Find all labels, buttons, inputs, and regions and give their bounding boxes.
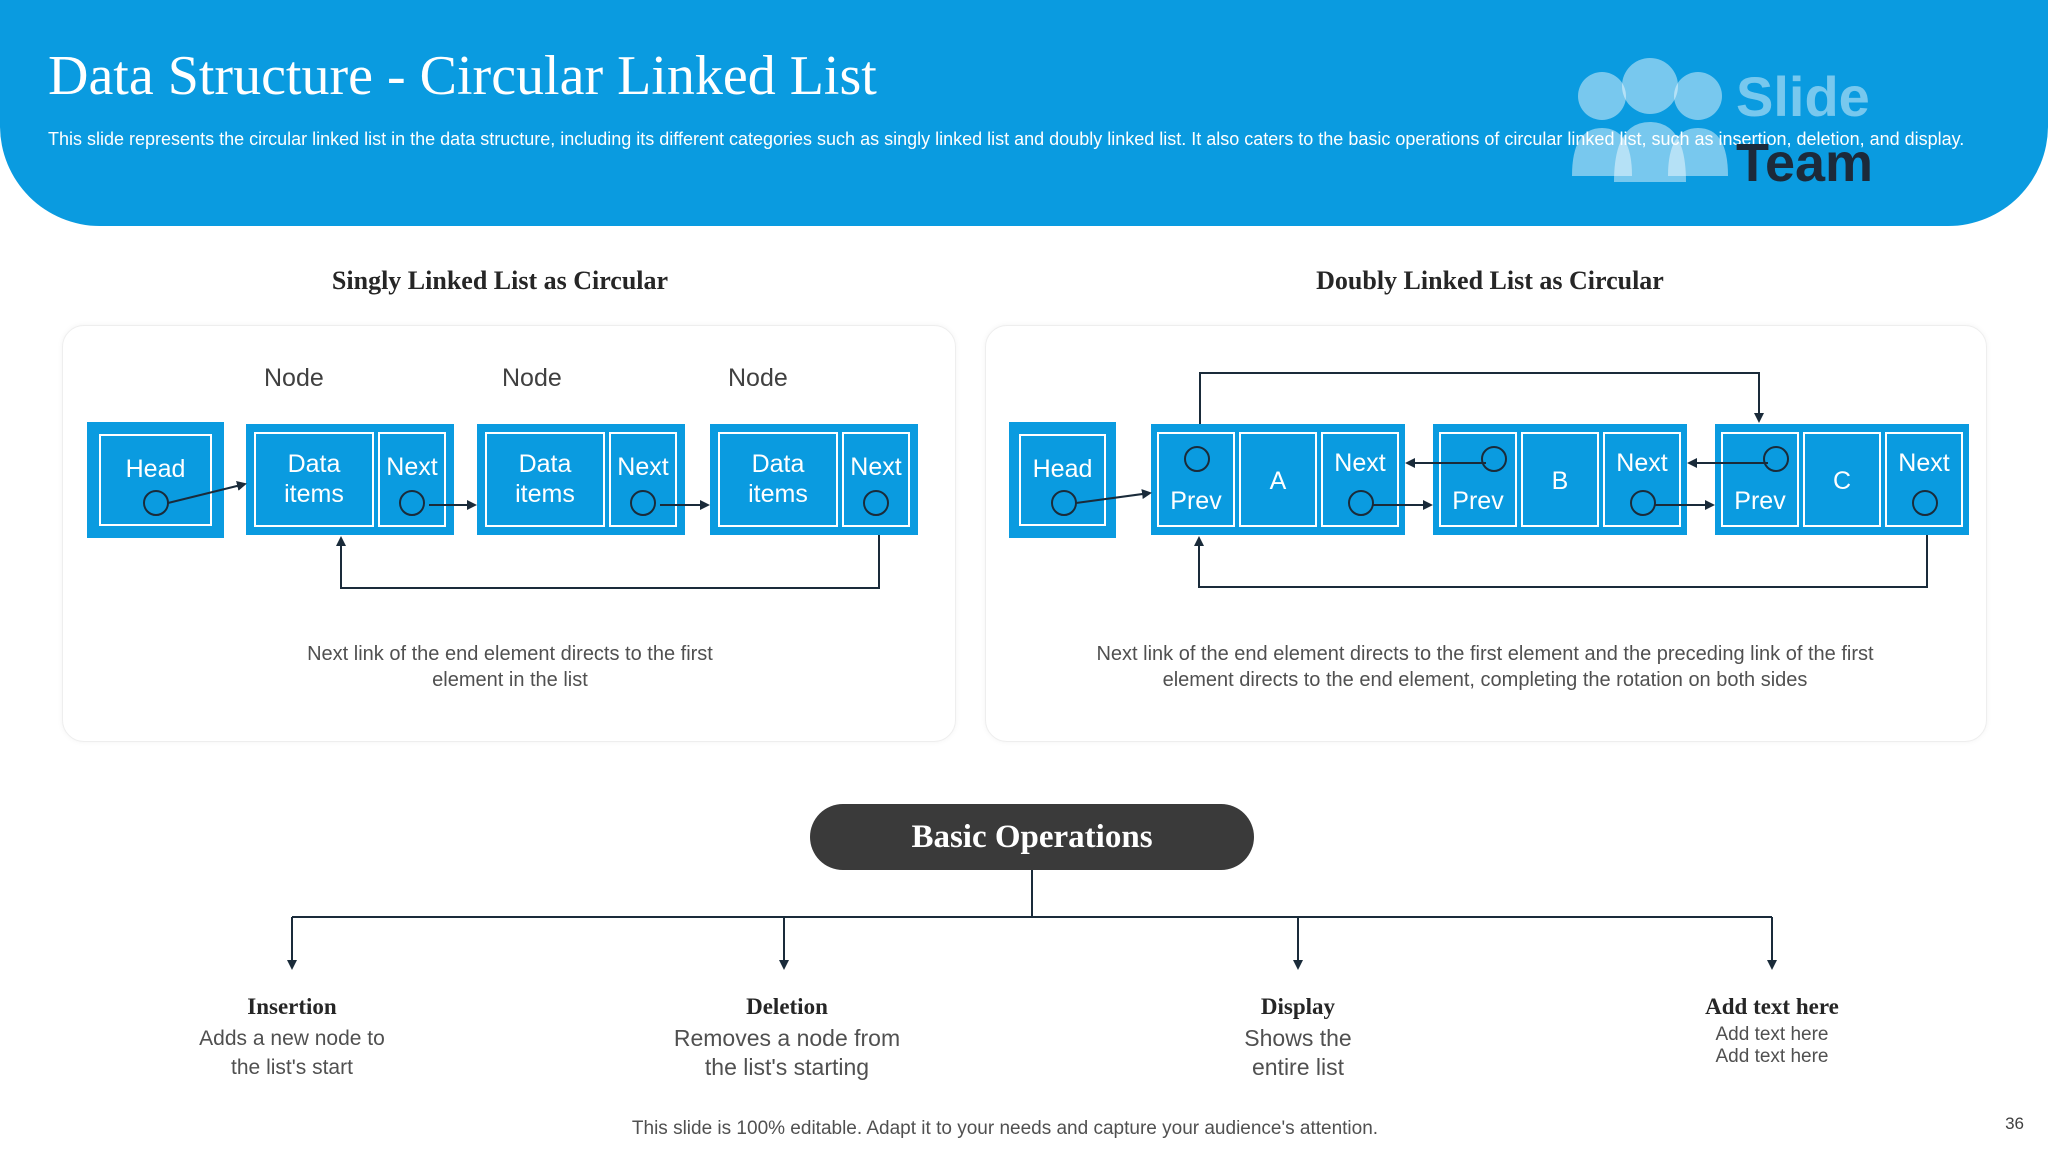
basic-operations-pill: Basic Operations <box>810 804 1254 870</box>
data-items-cell: Data items <box>485 432 605 527</box>
value-label: B <box>1551 467 1569 495</box>
data-items-label: Data items <box>748 450 808 508</box>
pointer-circle <box>399 490 425 516</box>
node-label: Node <box>502 364 562 392</box>
singly-section-title: Singly Linked List as Circular <box>331 266 669 295</box>
operation-title: Display <box>1260 994 1336 1019</box>
operation-title: Insertion <box>247 994 337 1019</box>
singly-node-1: Data items Next <box>246 424 454 535</box>
pointer-circle <box>1630 490 1656 516</box>
footer-note: This slide is 100% editable. Adapt it to… <box>631 1118 1379 1139</box>
prev-label: Prev <box>1452 487 1504 515</box>
doubly-caption: Next link of the end element directs to … <box>1096 643 1874 691</box>
data-items-label: Data items <box>284 450 344 508</box>
pointer-circle <box>863 490 889 516</box>
doubly-node-c: Prev C Next <box>1715 424 1969 535</box>
data-items-cell: Data items <box>254 432 374 527</box>
operation-add-text: Add text here Add text here Add text her… <box>1612 994 1932 1068</box>
doubly-node-b: Prev B Next <box>1433 424 1687 535</box>
operation-desc: Adds a new node to the list's start <box>199 1027 385 1079</box>
pointer-circle <box>1051 490 1077 516</box>
next-cell: Next <box>1603 432 1681 527</box>
singly-head-cell: Head <box>99 434 212 526</box>
next-label: Next <box>617 453 669 481</box>
doubly-head-cell: Head <box>1019 434 1106 526</box>
pointer-circle <box>143 490 169 516</box>
value-cell: C <box>1803 432 1881 527</box>
operation-title: Add text here <box>1705 994 1839 1019</box>
pointer-circle <box>1912 490 1938 516</box>
head-label: Head <box>1032 455 1093 483</box>
header-banner: Data Structure - Circular Linked List Th… <box>0 0 2048 226</box>
pointer-circle <box>1763 446 1789 472</box>
prev-label: Prev <box>1734 487 1786 515</box>
next-label: Next <box>386 453 438 481</box>
next-cell: Next <box>1321 432 1399 527</box>
next-label: Next <box>1898 449 1950 477</box>
next-label: Next <box>1616 449 1668 477</box>
singly-node-2: Data items Next <box>477 424 685 535</box>
page-number: 36 <box>2005 1114 2024 1133</box>
pointer-circle <box>1184 446 1210 472</box>
singly-node-3: Data items Next <box>710 424 918 535</box>
prev-cell: Prev <box>1439 432 1517 527</box>
pointer-circle <box>630 490 656 516</box>
logo-text-team: Team <box>1736 133 1874 193</box>
next-label: Next <box>1334 449 1386 477</box>
operation-desc: Shows the entire list <box>1244 1025 1352 1080</box>
value-label: A <box>1269 467 1287 495</box>
operation-insertion: Insertion Adds a new node to the list's … <box>132 994 452 1082</box>
pointer-circle <box>1348 490 1374 516</box>
doubly-head-box: Head <box>1009 422 1116 538</box>
operation-display: Display Shows the entire list <box>1138 994 1458 1082</box>
doubly-section-title: Doubly Linked List as Circular <box>1316 266 1664 295</box>
data-items-label: Data items <box>515 450 575 508</box>
operation-desc: Removes a node from the list's starting <box>673 1025 901 1080</box>
node-label: Node <box>728 364 788 392</box>
operation-title: Deletion <box>746 994 828 1019</box>
next-cell: Next <box>378 432 446 527</box>
next-label: Next <box>850 453 902 481</box>
people-icon <box>1572 58 1728 182</box>
value-cell: B <box>1521 432 1599 527</box>
data-items-cell: Data items <box>718 432 838 527</box>
slideteam-logo: Slide Team <box>1570 56 1900 193</box>
value-cell: A <box>1239 432 1317 527</box>
doubly-node-a: Prev A Next <box>1151 424 1405 535</box>
node-label: Node <box>264 364 324 392</box>
singly-caption: Next link of the end element directs to … <box>307 643 713 691</box>
next-cell: Next <box>842 432 910 527</box>
head-label: Head <box>125 455 186 483</box>
value-label: C <box>1832 467 1852 495</box>
page-subtitle: This slide represents the circular linke… <box>48 129 1965 149</box>
operation-desc: Add text here Add text here <box>1715 1024 1829 1067</box>
next-cell: Next <box>609 432 677 527</box>
prev-label: Prev <box>1170 487 1222 515</box>
pointer-circle <box>1481 446 1507 472</box>
logo-text-slide: Slide <box>1736 65 1870 128</box>
prev-cell: Prev <box>1721 432 1799 527</box>
prev-cell: Prev <box>1157 432 1235 527</box>
singly-head-box: Head <box>87 422 224 538</box>
next-cell: Next <box>1885 432 1963 527</box>
operation-deletion: Deletion Removes a node from the list's … <box>627 994 947 1082</box>
page-title: Data Structure - Circular Linked List <box>48 45 877 107</box>
